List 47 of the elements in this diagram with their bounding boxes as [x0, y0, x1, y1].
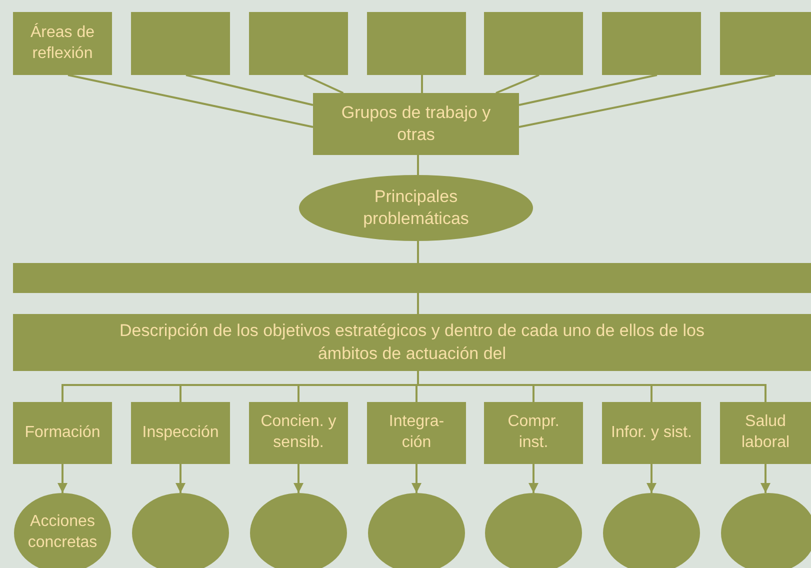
connector-line [68, 74, 314, 128]
empty-box [131, 12, 230, 75]
node-label: Concien. y sensib. [260, 412, 338, 453]
process-box [13, 402, 112, 464]
empty-box [720, 12, 811, 75]
process-box [13, 314, 811, 371]
process-box [131, 402, 230, 464]
connector-line [304, 74, 344, 94]
empty-box [484, 12, 583, 75]
node-label: Principales problemáticas [362, 186, 470, 230]
connector-line [417, 371, 766, 402]
node-label: Integra- ción [388, 412, 446, 453]
node-label: Áreas de reflexión [29, 22, 96, 64]
process-box [13, 12, 112, 75]
connector-line [417, 241, 419, 263]
empty-box [602, 12, 701, 75]
arrow [646, 464, 656, 493]
arrow [760, 464, 770, 493]
process-box [602, 402, 701, 464]
arrow [528, 464, 538, 493]
arrow [294, 464, 304, 493]
process-box [720, 402, 811, 464]
connector-line [496, 74, 540, 94]
connector-line [518, 74, 658, 106]
process-box [484, 402, 583, 464]
arrow [58, 464, 68, 493]
process-box [313, 93, 519, 155]
empty-bar [13, 263, 811, 293]
process-box [367, 402, 466, 464]
process-box [249, 402, 348, 464]
arrow [412, 464, 422, 493]
node-label: Compr. inst. [506, 412, 560, 453]
connector-line [421, 75, 423, 93]
node-label: Formación [24, 422, 100, 443]
node-label: Infor. y sist. [611, 422, 692, 443]
node-label: Descripción de los objetivos estratégicos y dentro de cada uno de ellos de los ámbitos de actuación del [118, 320, 706, 364]
node-label: Inspección [142, 422, 219, 443]
arrow [176, 464, 186, 493]
node-label: Grupos de trabajo y otras [340, 102, 492, 146]
empty-box [367, 12, 466, 75]
empty-box [249, 12, 348, 75]
connector-line [417, 293, 419, 314]
node-label: Acciones concretas [26, 512, 98, 553]
connector-line [186, 74, 314, 106]
node-label: Salud laboral [740, 412, 791, 453]
connector-line [518, 74, 776, 128]
connector-line [417, 155, 419, 175]
